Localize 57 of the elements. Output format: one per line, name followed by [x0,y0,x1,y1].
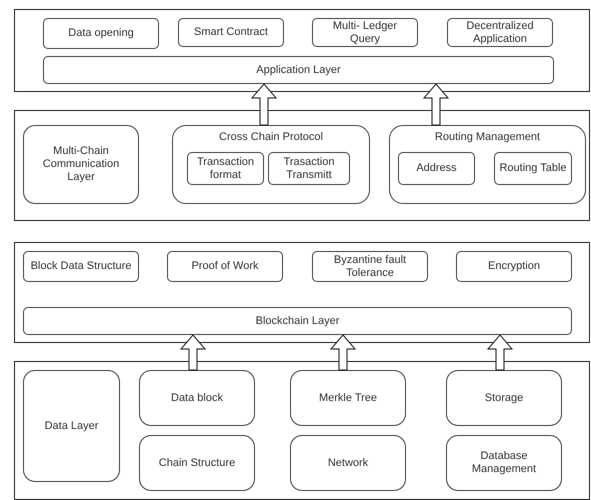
component-box [43,18,159,49]
layer-panel [14,9,590,92]
component-label: Chain Structure [158,456,236,470]
layer-panel [14,110,590,221]
component-box [398,152,475,185]
group-heading: Cross Chain Protocol [218,131,324,144]
component-label: Data Layer [44,420,100,432]
component-label: Application Layer [255,64,342,76]
component-label: Data opening [67,27,135,40]
component-box [23,307,572,335]
component-box [290,435,406,491]
hollow-arrow [330,334,356,370]
component-label: Address [415,162,458,175]
component-box [23,125,139,204]
component-box [446,435,562,491]
component-label: Smart Contract [193,26,269,39]
component-label: Encryption [487,260,541,273]
component-box [23,370,120,482]
hollow-arrow [422,83,450,126]
group-box [172,125,370,204]
layer-panel [14,361,590,500]
component-label: Trasaction Transmitt [282,156,336,182]
component-box [312,251,428,282]
layer-panel [14,242,590,343]
group-heading: Routing Management [434,131,542,144]
component-box [23,251,139,282]
component-box [447,18,553,47]
component-box [167,251,283,282]
component-box [268,152,350,185]
component-label: Block Data Structure [30,260,132,273]
component-label: Database Management [470,450,538,476]
component-box [139,370,255,426]
component-box [178,18,284,47]
component-label: Proof of Work [190,260,260,273]
component-box [139,435,255,491]
component-label: Blockchain Layer [254,314,340,328]
component-label: Multi- Ledger Query [332,20,398,46]
component-box [290,370,406,426]
component-label: Network [326,456,370,470]
hollow-arrow [486,334,514,370]
hollow-arrow [250,83,278,126]
group-box [389,125,586,204]
component-label: Routing Table [498,162,568,175]
hollow-arrow [180,334,206,370]
component-box [456,251,572,282]
component-label: Data block [170,392,224,404]
component-box [312,18,418,47]
component-label: Storage [484,392,524,404]
component-box [446,370,562,426]
component-box [43,56,554,84]
component-box [494,152,572,185]
component-label: Merkle Tree [318,392,378,404]
component-label: Multi-Chain Communication Layer [42,145,120,184]
component-label: Transaction format [196,156,256,182]
component-label: Byzantine fault Tolerance [332,254,408,280]
component-box [187,152,264,185]
component-label: Decentralized Application [465,20,535,46]
